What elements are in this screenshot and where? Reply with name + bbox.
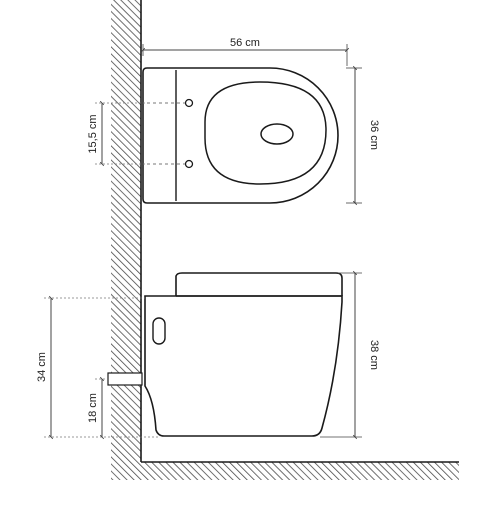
depth-dimension: 36 cm [346, 65, 380, 206]
outlet-height-label: 18 cm [87, 393, 99, 423]
fixing-hole-top [184, 98, 194, 108]
depth-label: 36 cm [368, 120, 380, 150]
floor [111, 461, 459, 480]
wall [111, 0, 142, 480]
fixing-spacing-dimension: 15,5 cm [87, 100, 146, 167]
fixing-spacing-label: 15,5 cm [87, 114, 99, 153]
height-label: 38 cm [368, 340, 380, 370]
outlet-height-dimension: 18 cm [87, 376, 108, 440]
height-dimension: 38 cm [320, 270, 380, 440]
width-label: 56 cm [230, 37, 260, 49]
outlet-pipe [107, 372, 143, 386]
toilet-top-view [142, 67, 339, 204]
inlet-height-label: 34 cm [36, 352, 48, 382]
width-dimension: 56 cm [140, 37, 350, 66]
toilet-side-view [107, 272, 343, 437]
fixing-hole-bottom [184, 159, 194, 169]
inlet-slot [152, 317, 166, 345]
